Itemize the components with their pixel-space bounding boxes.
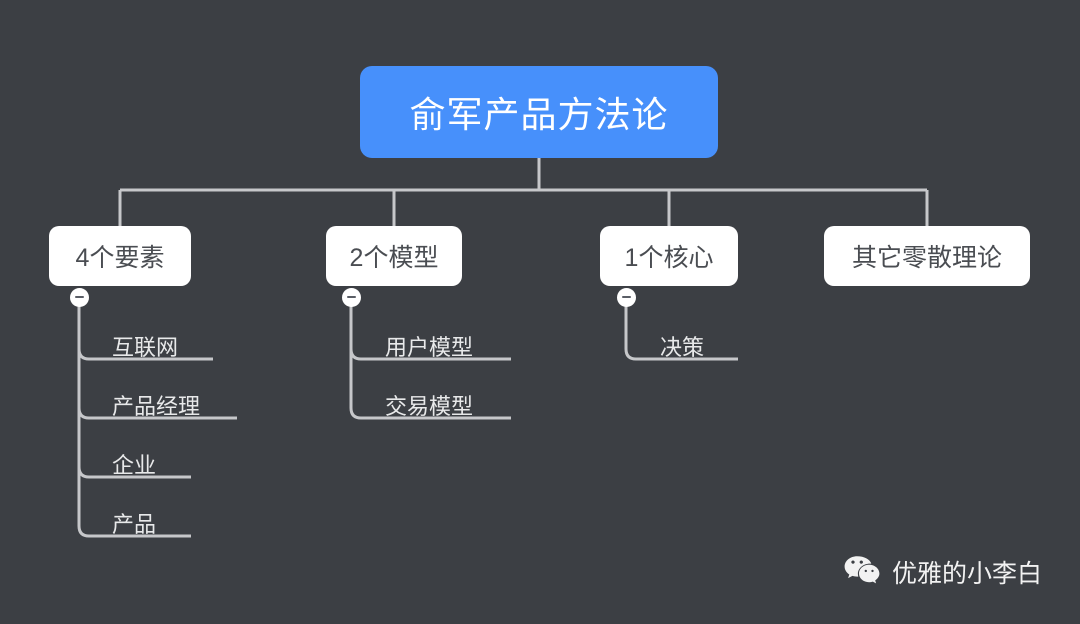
minus-icon (74, 296, 84, 298)
branch-node-2-label: 1个核心 (624, 244, 714, 272)
branch-node-2[interactable]: 1个核心 (600, 226, 738, 286)
leaf-node-0-0[interactable]: 互联网 (112, 330, 178, 362)
leaf-node-1-0[interactable]: 用户模型 (385, 330, 473, 362)
branch-node-0-label: 4个要素 (75, 244, 165, 272)
minus-icon (346, 296, 356, 298)
leaf-label: 企业 (112, 453, 157, 478)
branch-node-1[interactable]: 2个模型 (326, 226, 462, 286)
leaf-node-0-1[interactable]: 产品经理 (112, 389, 200, 421)
leaf-rule-0-2 (77, 466, 191, 479)
leaf-label: 交易模型 (385, 394, 474, 419)
branch-node-0[interactable]: 4个要素 (49, 226, 191, 286)
leaf-rule-0-3 (77, 525, 191, 538)
leaf-rule-0-0 (77, 348, 213, 361)
leaf-rule-0-1 (77, 407, 237, 420)
watermark: 优雅的小李白 (844, 554, 1042, 590)
branch-node-3-label: 其它零散理论 (851, 244, 1002, 272)
leaf-node-0-2[interactable]: 企业 (112, 448, 156, 480)
wechat-icon (844, 555, 880, 590)
leaf-node-2-0[interactable]: 决策 (660, 330, 704, 362)
minus-icon (621, 296, 631, 298)
collapse-toggle-2[interactable] (616, 287, 636, 307)
collapse-toggle-1[interactable] (341, 287, 361, 307)
root-node[interactable]: 俞军产品方法论 (360, 66, 718, 158)
leaf-rule-1-0 (349, 348, 511, 361)
watermark-label: 优雅的小李白 (892, 560, 1043, 588)
leaf-label: 用户模型 (385, 335, 474, 360)
branch-node-1-label: 2个模型 (349, 244, 439, 272)
leaf-rule-1-1 (349, 407, 511, 420)
leaf-label: 决策 (660, 335, 705, 360)
leaf-label: 产品 (112, 512, 157, 537)
collapse-toggle-0[interactable] (69, 287, 89, 307)
leaf-label: 产品经理 (112, 394, 201, 419)
leaf-label: 互联网 (112, 335, 179, 360)
root-node-label: 俞军产品方法论 (409, 94, 669, 135)
leaf-node-0-3[interactable]: 产品 (112, 507, 156, 539)
leaf-node-1-1[interactable]: 交易模型 (385, 389, 473, 421)
branch-node-3[interactable]: 其它零散理论 (824, 226, 1030, 286)
leaf-rule-2-0 (624, 348, 738, 361)
